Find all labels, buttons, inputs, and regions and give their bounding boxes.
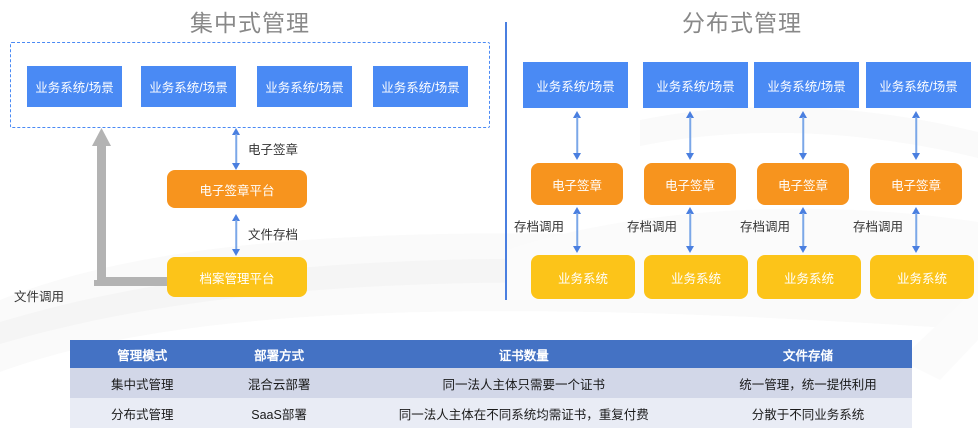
node-label: 电子签章	[664, 178, 715, 193]
arrow-label-archive-call-4: 存档调用	[853, 220, 904, 234]
arrow-head-up-icon	[232, 214, 240, 221]
right-bottom-system-node-3[interactable]: 业务系统	[757, 255, 861, 299]
node-label: 电子签章平台	[199, 183, 275, 198]
arrow-archive-call-4	[909, 207, 923, 253]
table-header-cell-2: 证书数量	[343, 340, 704, 368]
left-business-system-node-2[interactable]: 业务系统/场景	[141, 66, 236, 107]
table-cell: 同一法人主体在不同系统均需证书，重复付费	[343, 398, 704, 428]
table-header-cell-3: 文件存储	[703, 340, 912, 368]
arrow-head-down-icon	[232, 163, 240, 170]
arrow-shaft	[915, 213, 917, 247]
arrow-shaft	[689, 213, 691, 247]
arrow-top-to-signature-2	[683, 111, 697, 160]
arrow-top-to-signature-4	[909, 111, 923, 160]
arrow-head-up-icon	[232, 128, 240, 135]
right-business-system-node-3[interactable]: 业务系统/场景	[754, 62, 859, 108]
left-business-system-node-4[interactable]: 业务系统/场景	[373, 66, 468, 107]
table-header-row: 管理模式 部署方式 证书数量 文件存储	[70, 340, 912, 368]
arrow-shaft	[915, 117, 917, 154]
right-signature-node-3[interactable]: 电子签章	[757, 163, 849, 205]
node-label: 业务系统	[670, 271, 721, 286]
arrow-head-down-icon	[573, 153, 581, 160]
archive-platform-node[interactable]: 档案管理平台	[167, 257, 307, 297]
arrow-head-down-icon	[232, 249, 240, 256]
arrow-archive	[229, 214, 243, 256]
arrow-shaft	[802, 117, 804, 154]
node-label: 电子签章	[890, 178, 941, 193]
centralized-systems-group	[10, 42, 490, 128]
node-label: 业务系统/场景	[381, 81, 460, 95]
arrow-head-down-icon	[686, 153, 694, 160]
table-row: 集中式管理 混合云部署 同一法人主体只需要一个证书 统一管理，统一提供利用	[70, 368, 912, 398]
right-bottom-system-node-4[interactable]: 业务系统	[870, 255, 974, 299]
table-cell: 同一法人主体只需要一个证书	[343, 368, 704, 398]
arrow-label-archive-call-1: 存档调用	[514, 220, 565, 234]
arrow-head-down-icon	[799, 246, 807, 253]
right-bottom-system-node-2[interactable]: 业务系统	[644, 255, 748, 299]
node-label: 业务系统/场景	[536, 79, 615, 94]
arrow-head-down-icon	[686, 246, 694, 253]
node-label: 业务系统/场景	[35, 81, 114, 95]
arrow-head-down-icon	[573, 246, 581, 253]
node-label: 业务系统	[896, 271, 947, 286]
arrow-shaft	[576, 117, 578, 154]
left-business-system-node-3[interactable]: 业务系统/场景	[257, 66, 352, 107]
right-bottom-system-node-1[interactable]: 业务系统	[531, 255, 635, 299]
right-business-system-node-4[interactable]: 业务系统/场景	[866, 62, 971, 108]
node-label: 业务系统/场景	[656, 79, 735, 94]
arrow-shaft	[689, 117, 691, 154]
arrow-head-up-icon	[573, 111, 581, 118]
panel-divider	[505, 22, 507, 300]
arrow-label-signature: 电子签章	[248, 143, 299, 157]
arrow-label-file-call: 文件调用	[14, 290, 65, 304]
arrow-label-archive-call-2: 存档调用	[627, 220, 678, 234]
node-label: 电子签章	[777, 178, 828, 193]
arrow-head-down-icon	[912, 246, 920, 253]
left-panel-title: 集中式管理	[190, 10, 310, 36]
arrow-head-down-icon	[912, 153, 920, 160]
table-cell: 混合云部署	[214, 368, 344, 398]
table-cell: 分散于不同业务系统	[703, 398, 912, 428]
arrow-label-archive: 文件存档	[248, 228, 299, 242]
node-label: 档案管理平台	[199, 271, 275, 286]
arrow-archive-call-3	[796, 207, 810, 253]
right-business-system-node-1[interactable]: 业务系统/场景	[523, 62, 628, 108]
comparison-table: 管理模式 部署方式 证书数量 文件存储 集中式管理 混合云部署 同一法人主体只需…	[70, 340, 912, 428]
node-label: 业务系统	[557, 271, 608, 286]
right-signature-node-2[interactable]: 电子签章	[644, 163, 736, 205]
arrow-head-down-icon	[799, 153, 807, 160]
table-row: 分布式管理 SaaS部署 同一法人主体在不同系统均需证书，重复付费 分散于不同业…	[70, 398, 912, 428]
table-header-cell-1: 部署方式	[214, 340, 344, 368]
node-label: 电子签章	[551, 178, 602, 193]
arrow-top-to-signature-3	[796, 111, 810, 160]
table-cell: 分布式管理	[70, 398, 215, 428]
table-cell: SaaS部署	[214, 398, 344, 428]
arrow-archive-call-2	[683, 207, 697, 253]
table-cell: 统一管理，统一提供利用	[703, 368, 912, 398]
arrow-label-archive-call-3: 存档调用	[740, 220, 791, 234]
node-label: 业务系统/场景	[879, 79, 958, 94]
arrow-shaft	[235, 220, 237, 250]
right-business-system-node-2[interactable]: 业务系统/场景	[643, 62, 748, 108]
node-label: 业务系统/场景	[265, 81, 344, 95]
right-panel-title: 分布式管理	[682, 10, 802, 36]
signature-platform-node[interactable]: 电子签章平台	[167, 170, 307, 208]
table-header-cell-0: 管理模式	[70, 340, 215, 368]
arrow-shaft	[235, 134, 237, 164]
left-business-system-node-1[interactable]: 业务系统/场景	[27, 66, 122, 107]
node-label: 业务系统/场景	[149, 81, 228, 95]
arrow-archive-call-1	[570, 207, 584, 253]
arrow-top-to-signature-1	[570, 111, 584, 160]
arrow-shaft	[802, 213, 804, 247]
node-label: 业务系统	[783, 271, 834, 286]
node-label: 业务系统/场景	[767, 79, 846, 94]
right-signature-node-4[interactable]: 电子签章	[870, 163, 962, 205]
right-signature-node-1[interactable]: 电子签章	[531, 163, 623, 205]
table-cell: 集中式管理	[70, 368, 215, 398]
arrow-signature	[229, 128, 243, 170]
arrow-shaft	[576, 213, 578, 247]
